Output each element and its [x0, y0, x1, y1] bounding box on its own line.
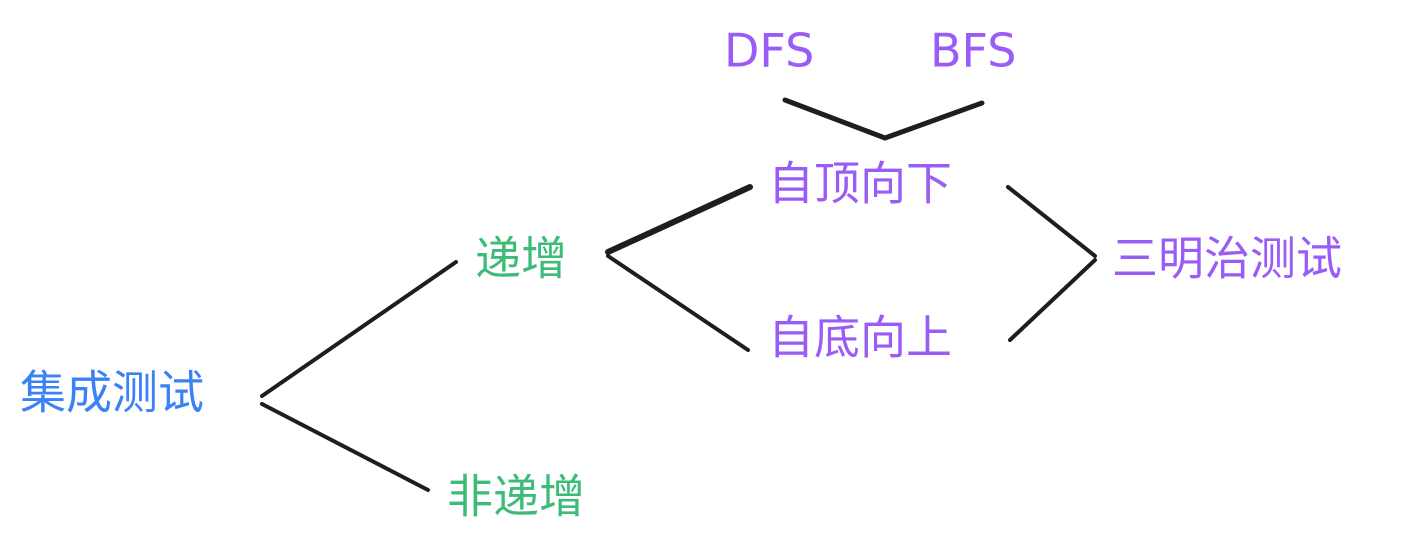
edge-bottom-up-to-sandwich	[1008, 258, 1097, 342]
edge-root-to-incremental	[260, 260, 458, 398]
node-labels: 集成测试 递增 非递增 自顶向下 自底向上 三明治测试 DFS BFS	[20, 24, 1342, 524]
edge-top-down-to-sandwich	[1006, 185, 1097, 258]
edge-incremental-to-top-down	[605, 184, 753, 255]
edge-root-to-non-incremental	[260, 402, 430, 492]
node-bfs: BFS	[930, 24, 1016, 78]
edge-top-down-to-dfs-bfs	[782, 97, 985, 141]
node-incremental: 递增	[475, 232, 567, 286]
node-dfs: DFS	[724, 24, 814, 78]
node-top-down: 自顶向下	[768, 157, 952, 211]
connectors	[260, 97, 1097, 492]
node-bottom-up: 自底向上	[768, 311, 952, 365]
node-non-incremental: 非递增	[447, 470, 585, 524]
node-sandwich-testing: 三明治测试	[1112, 232, 1342, 286]
node-integration-testing: 集成测试	[20, 366, 204, 420]
edge-incremental-to-bottom-up	[606, 254, 750, 352]
